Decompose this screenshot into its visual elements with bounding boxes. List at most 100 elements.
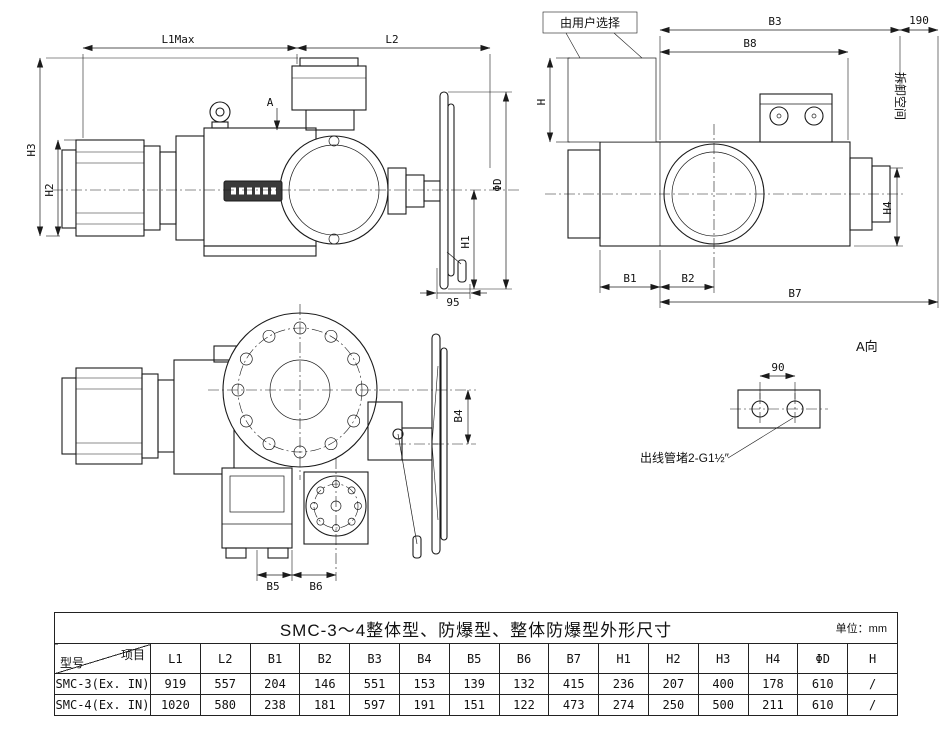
dim-cell: 1020 [150, 694, 201, 716]
declutch-lever [397, 433, 418, 545]
col-header: H2 [647, 643, 699, 674]
section-label-a: A [267, 96, 274, 109]
dim-l2: L2 [296, 33, 491, 168]
dim-h2: H2 [43, 139, 76, 237]
dim-h4: H4 [854, 167, 903, 247]
dim-label-b6: B6 [309, 580, 322, 593]
dim-cell: 610 [797, 694, 849, 716]
dim-b2: B2 [659, 270, 715, 293]
dim-h: H [535, 57, 570, 143]
dim-cell: 500 [697, 694, 749, 716]
view-a-detail: A向 90 出线管堵2-G1½″ [640, 339, 878, 465]
model-cell: SMC-4(Ex. IN) [54, 694, 151, 716]
cable-gland-callout: 出线管堵2-G1½″ [640, 417, 794, 465]
drawing-canvas: L1Max L2 A H3 H2 H1 [25, 11, 939, 593]
gland-plate [730, 389, 828, 429]
dim-cell: 551 [349, 673, 400, 695]
dim-label-b1: B1 [623, 272, 636, 285]
handwheel [439, 91, 467, 290]
dim-h1: H1 [459, 189, 478, 290]
view-front: B4 B5 B6 [61, 304, 476, 593]
callout-label-user-select: 由用户选择 [560, 15, 620, 30]
table-row: SMC-3(Ex. IN) 919 557 204 146 551 153 13… [54, 673, 898, 695]
corner-model-label: 型号 [60, 656, 85, 670]
table-title-cell: SMC-3～4整体型、防爆型、整体防爆型外形尺寸 单位：mm [54, 612, 898, 644]
dim-cell: 250 [647, 694, 699, 716]
dim-cell: 181 [299, 694, 351, 716]
model-cell: SMC-3(Ex. IN) [54, 673, 151, 695]
col-header: L1 [150, 643, 201, 674]
dim-label-l1max: L1Max [161, 33, 194, 46]
front-control-box [221, 467, 293, 559]
dim-b7: B7 [659, 287, 939, 306]
dim-b5: B5 [256, 550, 293, 593]
dim-cell: 122 [498, 694, 550, 716]
reserved-space-box [567, 57, 657, 143]
col-header: B6 [498, 643, 550, 674]
table-row: SMC-4(Ex. IN) 1020 580 238 181 597 191 1… [54, 694, 898, 716]
label-removal-space: 拆卸空间 [893, 72, 908, 120]
dim-b6: B6 [291, 571, 337, 593]
dim-label-b2: B2 [681, 272, 694, 285]
dim-cell: 238 [249, 694, 301, 716]
dim-cell: 597 [349, 694, 400, 716]
dim-l1max: L1Max [82, 33, 298, 138]
col-header: H1 [598, 643, 649, 674]
col-header: L2 [199, 643, 251, 674]
removal-space-label: 拆卸空间 [893, 72, 908, 120]
crank-handle [457, 259, 467, 283]
section-arrow-a: A [267, 96, 281, 131]
dim-cell: 236 [598, 673, 649, 695]
dim-cell: 153 [398, 673, 450, 695]
dim-label-h1: H1 [459, 235, 472, 248]
dim-cell: 610 [797, 673, 849, 695]
dim-90: 90 [759, 361, 796, 399]
col-header: ΦD [797, 643, 849, 674]
dim-cell: 557 [199, 673, 251, 695]
dim-label-h4: H4 [881, 201, 894, 215]
terminal-box [291, 57, 367, 131]
corner-header-cell: 项目 型号 [54, 643, 151, 674]
dim-cell: 580 [199, 694, 251, 716]
dim-cell: 178 [747, 673, 799, 695]
col-header: B5 [448, 643, 500, 674]
dim-cell: 400 [697, 673, 749, 695]
dim-cell: 191 [398, 694, 450, 716]
dim-cell: 473 [548, 694, 600, 716]
dim-cell: 274 [598, 694, 649, 716]
dim-label-l2: L2 [385, 33, 398, 46]
dim-cell: 146 [299, 673, 351, 695]
col-header: H4 [747, 643, 799, 674]
dim-cell: 415 [548, 673, 600, 695]
front-motor [61, 367, 175, 465]
callout-user-select: 由用户选择 [542, 11, 643, 59]
col-header: B4 [398, 643, 450, 674]
view-a-title: A向 [856, 339, 878, 354]
dimensions-table: SMC-3～4整体型、防爆型、整体防爆型外形尺寸 单位：mm 项目 型号 L1 … [54, 612, 898, 716]
dim-label-90: 90 [771, 361, 784, 374]
dim-label-b5: B5 [266, 580, 279, 593]
dim-cell: 132 [498, 673, 550, 695]
col-header: B7 [548, 643, 600, 674]
dim-label-h2: H2 [43, 183, 56, 196]
dim-cell: 204 [249, 673, 301, 695]
dim-b1: B1 [599, 250, 661, 308]
corner-item-label: 项目 [120, 648, 145, 662]
dim-cell: / [847, 673, 898, 695]
dim-label-95: 95 [446, 296, 459, 309]
dim-label-h3: H3 [25, 143, 38, 156]
col-header: H [847, 643, 898, 674]
dim-b4: B4 [452, 389, 472, 445]
col-header: B1 [249, 643, 301, 674]
dim-label-b7: B7 [788, 287, 801, 300]
lifting-eye-icon [209, 101, 231, 123]
motor [61, 135, 205, 241]
dim-label-190: 190 [909, 14, 929, 27]
front-wheel-assembly [367, 333, 448, 559]
dim-cell: / [847, 694, 898, 716]
dim-h3: H3 [25, 57, 298, 237]
dim-label-b4: B4 [452, 409, 465, 423]
col-header: H3 [697, 643, 749, 674]
dim-cell: 919 [150, 673, 201, 695]
dim-label-b3: B3 [768, 15, 781, 28]
